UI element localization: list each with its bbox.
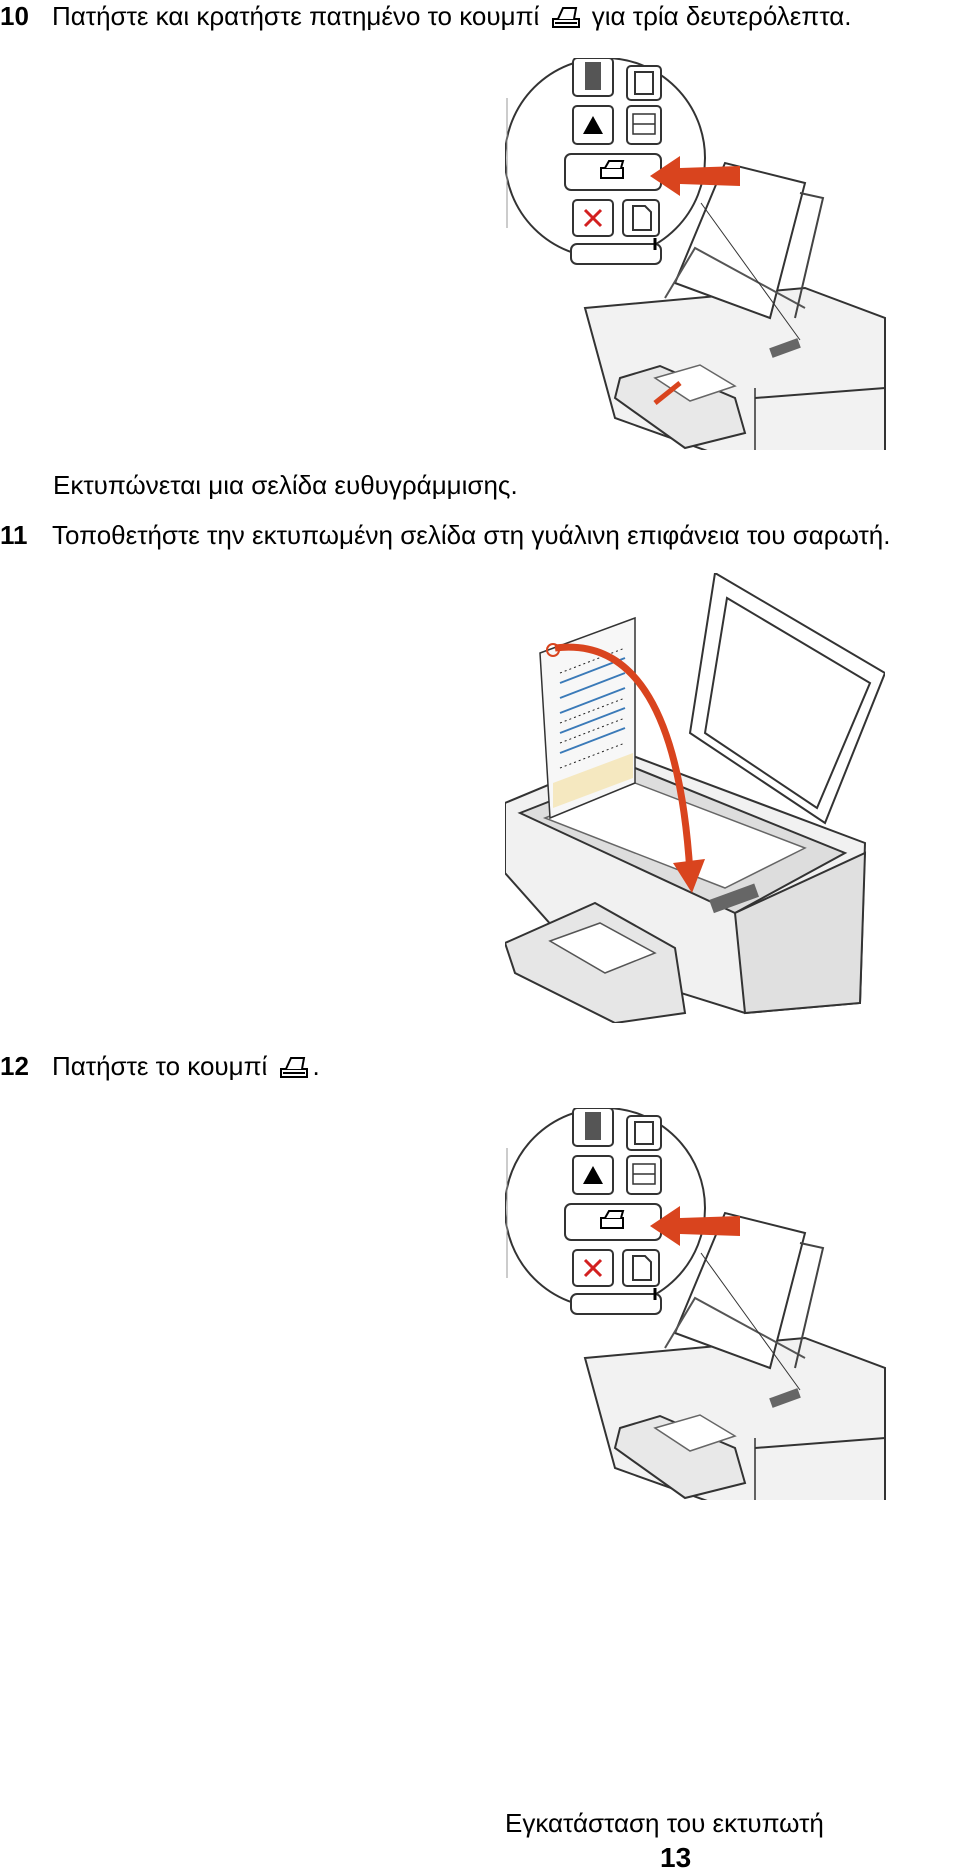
printer-scan-button-illustration-2 <box>505 1108 890 1500</box>
scanner-glass-illustration <box>505 573 885 1023</box>
step-text: Τοποθετήστε την εκτυπωμένη σελίδα στη γυ… <box>52 520 890 550</box>
printer-scan-button-illustration <box>505 58 890 450</box>
step-text: Πατήστε και κρατήστε πατημένο το κουμπί <box>52 1 539 31</box>
step-text: Πατήστε το κουμπί <box>52 1051 267 1081</box>
step-10-result-text: Εκτυπώνεται μια σελίδα ευθυγράμμισης. <box>53 469 518 501</box>
scan-button-icon <box>278 1053 310 1079</box>
page-number: 13 <box>660 1842 691 1874</box>
step-number: 12 <box>0 1050 52 1082</box>
step-number: 11 <box>0 519 52 551</box>
step-number: 10 <box>0 0 52 32</box>
step-text-end: . <box>313 1051 320 1081</box>
scan-button-icon <box>550 3 582 29</box>
footer-section-title: Εγκατάσταση του εκτυπωτή <box>505 1808 824 1839</box>
step-text-end: για τρία δευτερόλεπτα. <box>592 1 852 31</box>
